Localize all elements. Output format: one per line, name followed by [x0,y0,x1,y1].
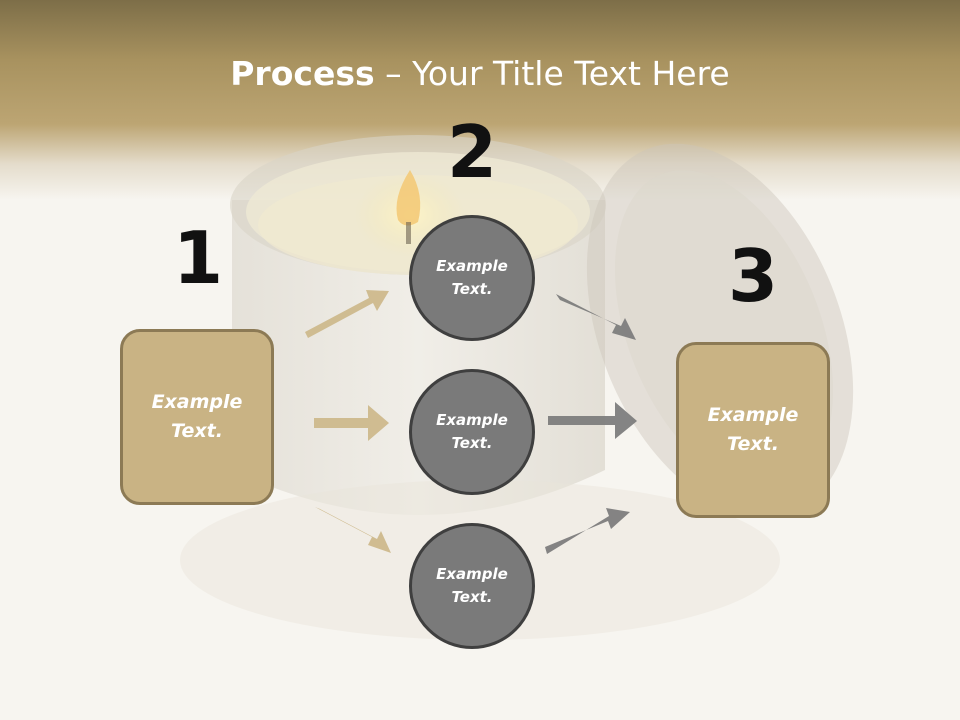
step-number-2: 2 [446,110,498,194]
step-1-box: Example Text. [120,329,274,505]
title-rest: – Your Title Text Here [374,54,730,93]
circle-bottom-text: Example Text. [436,565,508,606]
step-2-circle-top: Example Text. [409,215,535,341]
step-3-text: Example Text. [707,404,799,455]
step-2-circle-middle: Example Text. [409,369,535,495]
slide-title: Process – Your Title Text Here [0,52,960,96]
step-3-box: Example Text. [676,342,830,518]
title-bold: Process [230,54,375,93]
step-2-circle-bottom: Example Text. [409,523,535,649]
step-1-text: Example Text. [151,391,243,442]
circle-top-text: Example Text. [436,257,508,298]
step-number-1: 1 [172,216,224,300]
step-number-3: 3 [727,234,779,318]
circle-middle-text: Example Text. [436,411,508,452]
